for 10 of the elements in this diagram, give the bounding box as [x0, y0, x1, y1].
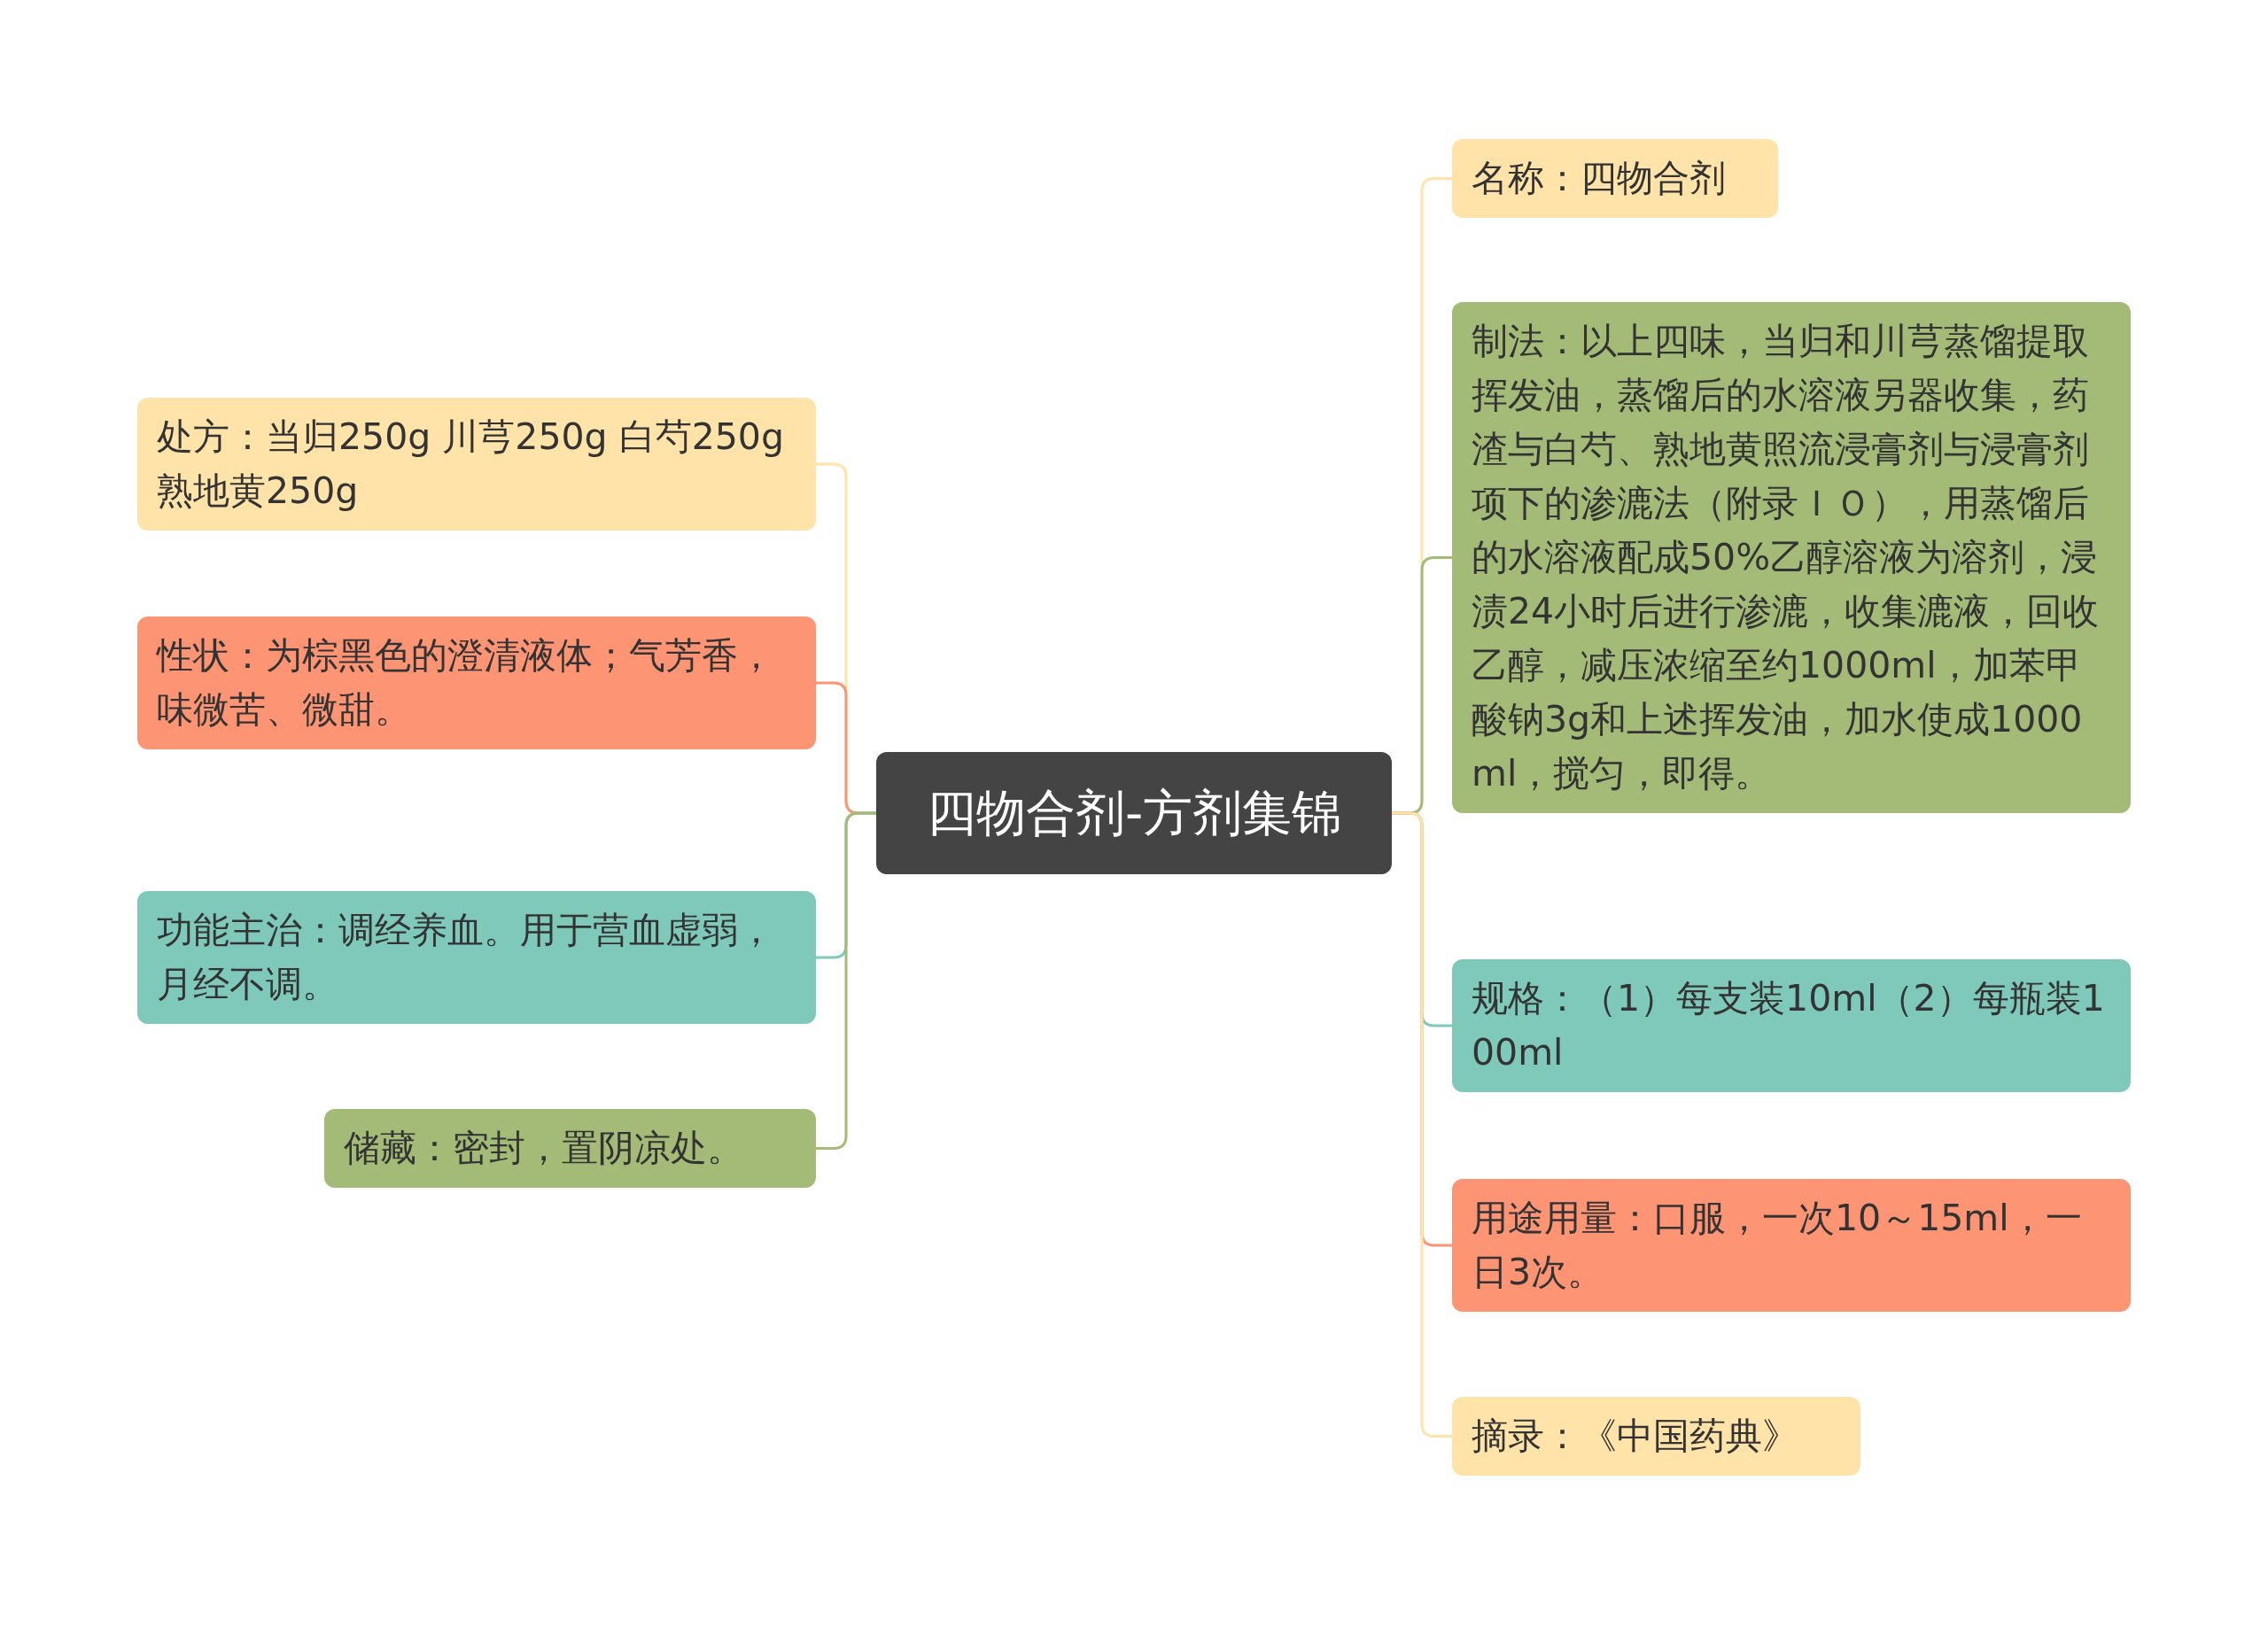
- topic-box: 名称：四物合剂: [1452, 139, 1778, 218]
- central-topic-box: 四物合剂-方剂集锦: [876, 752, 1392, 874]
- topic-box: 用途用量：口服，一次10～15ml，一日3次。: [1452, 1179, 2131, 1312]
- topic-box: 规格：（1）每支装10ml（2）每瓶装100ml: [1452, 959, 2131, 1092]
- topic-box: 性状：为棕黑色的澄清液体；气芳香，味微苦、微甜。: [137, 616, 816, 749]
- topic-box: 功能主治：调经养血。用于营血虚弱，月经不调。: [137, 891, 816, 1024]
- topic-box: 处方：当归250g 川芎250g 白芍250g 熟地黄250g: [137, 398, 816, 531]
- topic-box: 制法：以上四味，当归和川芎蒸馏提取挥发油，蒸馏后的水溶液另器收集，药渣与白芍、熟地黄照流浸膏剂与浸膏剂项下的渗漉法（附录ＩＯ），用蒸馏后的水溶液配成50%乙醇溶液为溶剂，浸渍24小时后进行渗漉，收集漉液，回收乙醇，减压浓缩至约1000ml，加苯甲酸钠3g和上述挥发油，加水使成1000ml，搅匀，即得。: [1452, 302, 2131, 813]
- topic-box: 摘录：《中国药典》: [1452, 1397, 1860, 1476]
- topic-box: 储藏：密封，置阴凉处。: [324, 1109, 816, 1188]
